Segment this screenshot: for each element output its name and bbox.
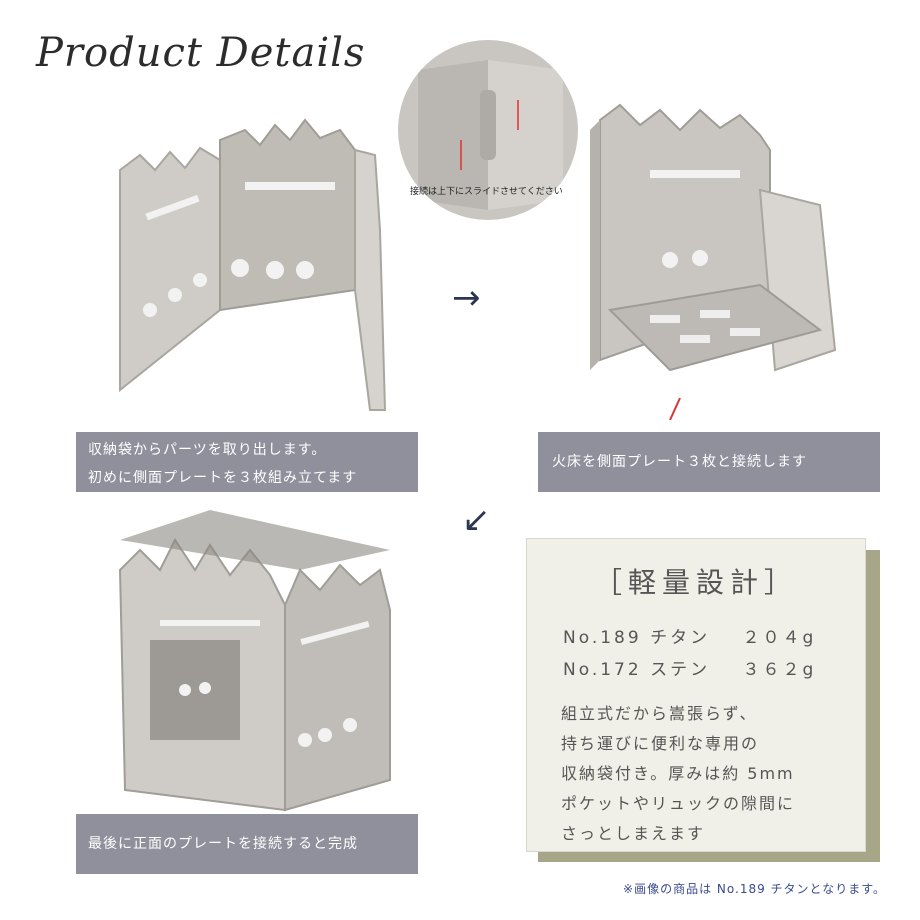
spec-row-titanium: No.189 チタン ２０４g (563, 623, 816, 648)
spec-description-line: 組立式だから嵩張らず、 (561, 704, 758, 723)
photo-assembled-stove (118, 510, 391, 812)
caption-step-1-line-1: 収納袋からパーツを取り出します。 (88, 442, 327, 458)
spec-row-stainless: No.172 ステン ３６２g (563, 655, 816, 680)
spec-description-line: ポケットやリュックの隙間に (561, 794, 796, 813)
spec-description-line: 収納袋付き。厚みは約 5mm (561, 764, 795, 783)
spec-heading: ［軽量設計］ (593, 566, 798, 599)
spec-description: 組立式だから嵩張らず、 持ち運びに便利な専用の 収納袋付き。厚みは約 5mm ポ… (561, 699, 851, 849)
spec-weight: ３６２g (742, 660, 817, 680)
page-title: Product Details (36, 30, 366, 76)
caption-step-3: 最後に正面のプレートを接続すると完成 (76, 814, 418, 874)
spec-description-line: 持ち運びに便利な専用の (561, 734, 760, 753)
spec-card: ［軽量設計］ No.189 チタン ２０４g No.172 ステン ３６２g 組… (526, 538, 866, 852)
spec-model: No.189 チタン (563, 628, 711, 648)
product-note: ※画像の商品は No.189 チタンとなります。 (623, 882, 886, 896)
photo-fire-bed (590, 103, 837, 420)
caption-step-1-line-2: 初めに側面プレートを３枚組み立てます (88, 470, 358, 486)
caption-step-2: 火床を側面プレート３枚と接続します (538, 432, 880, 492)
caption-step-1: 収納袋からパーツを取り出します。 初めに側面プレートを３枚組み立てます (76, 432, 418, 492)
spec-description-line: さっとしまえます (561, 824, 706, 843)
arrow-right-icon: → (452, 278, 481, 318)
zoom-note: 接続は上下にスライドさせてください (410, 187, 563, 197)
photo-side-plates (119, 118, 387, 411)
spec-weight: ２０４g (742, 628, 817, 648)
arrow-down-left-icon: ↙ (462, 500, 491, 540)
zoom-detail-circle (398, 40, 578, 220)
spec-model: No.172 ステン (563, 660, 711, 680)
